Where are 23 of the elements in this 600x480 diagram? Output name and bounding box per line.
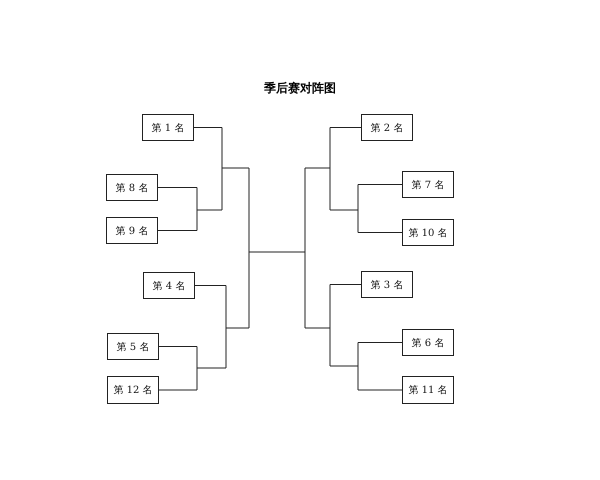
bracket-line (158, 230, 198, 231)
team-box: 第 11 名 (402, 376, 454, 404)
bracket-line (358, 232, 402, 233)
team-box: 第 4 名 (143, 272, 195, 299)
diagram-title: 季后赛对阵图 (263, 80, 337, 97)
bracket-line (330, 284, 362, 285)
team-box: 第 2 名 (361, 114, 413, 141)
team-box: 第 9 名 (106, 217, 158, 244)
team-box: 第 8 名 (106, 174, 158, 201)
team-box: 第 1 名 (142, 114, 194, 141)
bracket-line (158, 187, 198, 188)
bracket-line (358, 184, 402, 185)
bracket-line (194, 285, 226, 286)
bracket-line (194, 127, 222, 128)
bracket-line (330, 127, 362, 128)
team-box: 第 6 名 (402, 329, 454, 356)
team-box: 第 12 名 (107, 376, 159, 404)
team-box: 第 10 名 (402, 219, 454, 246)
bracket-line (158, 346, 198, 347)
team-box: 第 5 名 (107, 333, 159, 360)
team-box: 第 3 名 (361, 271, 413, 298)
bracket-line (358, 342, 402, 343)
team-box: 第 7 名 (402, 171, 454, 198)
